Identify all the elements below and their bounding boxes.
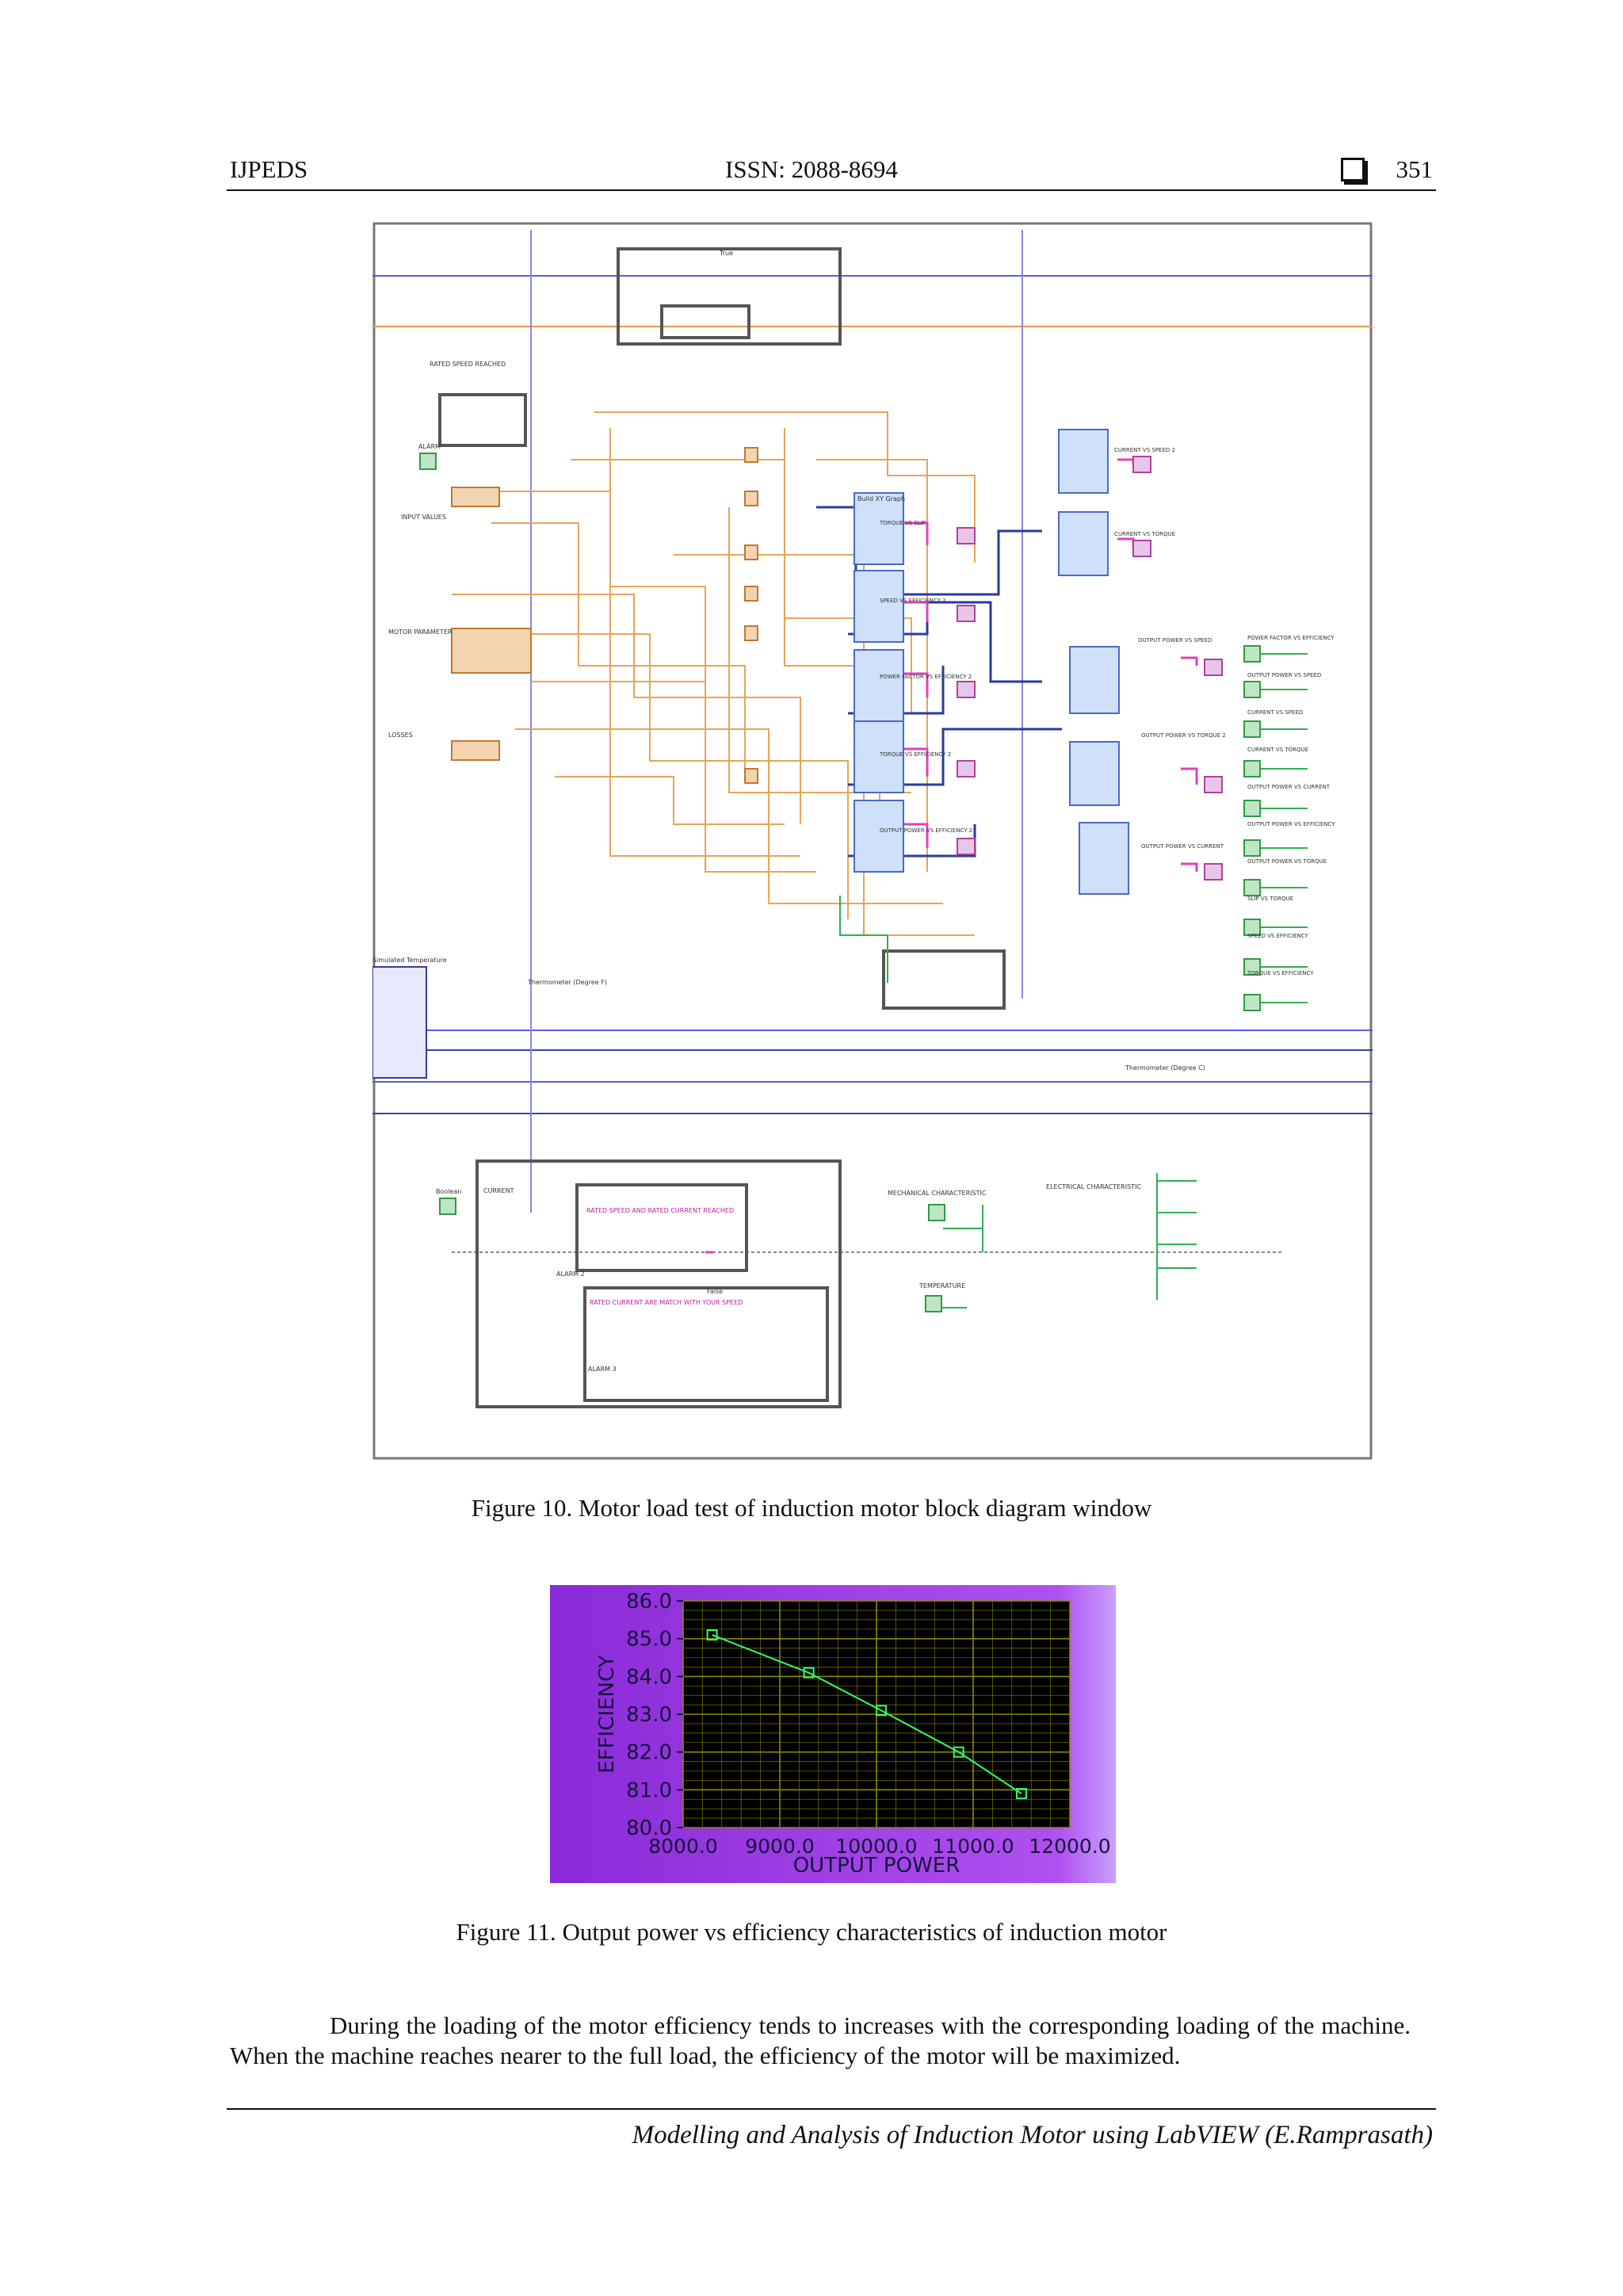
- graph-label: OUTPUT POWER VS EFFICIENCY 2: [880, 827, 972, 834]
- x-tick-label: 8000.0: [648, 1835, 717, 1858]
- footer-rule: [227, 2108, 1436, 2110]
- label-thermometer-c: Thermometer (Degree C): [1125, 1064, 1205, 1072]
- label-temperature: TEMPERATURE: [918, 1282, 965, 1289]
- square-bullet-icon: [1340, 158, 1365, 181]
- x-axis-label: OUTPUT POWER: [793, 1854, 960, 1878]
- figure-11-chart: 80.0 81.0 82.0 83.0 84.0 85.0 86.0 8000.0 9000.…: [550, 1585, 1116, 1883]
- label-losses: LOSSES: [388, 732, 413, 739]
- label-rated-speed: RATED SPEED REACHED: [430, 361, 506, 368]
- label-current: CURRENT: [483, 1187, 514, 1194]
- graph-label: OUTPUT POWER VS SPEED: [1138, 637, 1212, 644]
- issn: ISSN: 2088-8694: [725, 155, 898, 183]
- data-point: [706, 1629, 718, 1641]
- figure-11-caption: Figure 11. Output power vs efficiency ch…: [456, 1918, 1167, 1946]
- x-axis-ticks: 8000.0 9000.0 10000.0 11000.0 12000.0: [648, 1835, 1110, 1858]
- label-input-values: INPUT VALUES: [401, 514, 446, 521]
- indicator-label: CURRENT VS SPEED: [1247, 709, 1303, 716]
- y-tick-label: 84.0: [626, 1665, 672, 1689]
- label-build-xy: Build XY Graph: [857, 495, 905, 502]
- y-axis-ticks: 80.0 81.0 82.0 83.0 84.0 85.0 86.0: [626, 1590, 683, 1840]
- y-axis-label: EFFICIENCY: [595, 1655, 619, 1773]
- label-thermometer-f: Thermometer (Degree F): [527, 979, 607, 986]
- graph-label: SPEED VS EFFICIENCY 2: [880, 598, 945, 604]
- data-point: [876, 1705, 888, 1717]
- graph-label: TORQUE VS SLIP: [879, 520, 926, 526]
- y-tick-label: 83.0: [626, 1703, 672, 1727]
- page-number: 351: [1396, 155, 1434, 183]
- graph-label: OUTPUT POWER VS CURRENT: [1141, 843, 1224, 850]
- y-tick-label: 86.0: [626, 1590, 672, 1614]
- x-tick-label: 9000.0: [745, 1835, 814, 1858]
- label-mechanical: MECHANICAL CHARACTERISTIC: [888, 1190, 987, 1197]
- y-tick-label: 85.0: [626, 1628, 672, 1652]
- indicator-label: OUTPUT POWER VS EFFICIENCY: [1247, 821, 1335, 827]
- graph-labels: TORQUE VS SLIP SPEED VS EFFICIENCY 2 POWER…: [879, 447, 1226, 850]
- header-rule: [227, 189, 1436, 191]
- graph-label: CURRENT VS TORQUE: [1114, 531, 1175, 537]
- y-tick-label: 81.0: [626, 1778, 672, 1802]
- label-alarm: ALARM: [418, 443, 441, 450]
- figure-10-block-diagram: RATED SPEED REACHED ALARM INPUT VALUES M…: [372, 222, 1373, 1460]
- right-indicator-list: POWER FACTOR VS EFFICIENCY OUTPUT POWER V…: [1247, 635, 1335, 976]
- label-alarm2: ALARM 2: [556, 1270, 585, 1278]
- journal-name: IJPEDS: [230, 155, 308, 183]
- data-point: [1016, 1788, 1027, 1800]
- label-true-case: True: [719, 250, 733, 257]
- label-rated-speed-current: RATED SPEED AND RATED CURRENT REACHED: [586, 1207, 734, 1214]
- series-line: [712, 1633, 1022, 1794]
- indicator-label: POWER FACTOR VS EFFICIENCY: [1247, 635, 1335, 641]
- graph-label: OUTPUT POWER VS TORQUE 2: [1141, 732, 1226, 739]
- graph-label: TORQUE VS EFFICIENCY 2: [879, 751, 951, 758]
- indicator-label: CURRENT VS TORQUE: [1247, 747, 1308, 753]
- indicator-label: OUTPUT POWER VS SPEED: [1247, 672, 1321, 678]
- body-paragraph: During the loading of the motor efficien…: [230, 2011, 1411, 2069]
- x-tick-label: 12000.0: [1029, 1835, 1110, 1858]
- figure-10-caption: Figure 10. Motor load test of induction …: [471, 1494, 1152, 1522]
- x-tick-label: 11000.0: [932, 1835, 1014, 1858]
- indicator-label: OUTPUT POWER VS TORQUE: [1247, 858, 1327, 865]
- x-tick-label: 10000.0: [835, 1835, 917, 1858]
- data-point: [803, 1667, 815, 1679]
- label-boolean: Boolean: [436, 1188, 461, 1195]
- grid-lines: [682, 1600, 1071, 1828]
- data-point: [953, 1746, 964, 1758]
- graph-label: POWER FACTOR VS EFFICIENCY 2: [880, 674, 972, 680]
- series-points: [706, 1629, 1027, 1800]
- y-tick-label: 80.0: [626, 1817, 672, 1840]
- label-simulated-temperature: Simulated Temperature: [372, 957, 447, 964]
- label-rated-current-mismatch: RATED CURRENT ARE MATCH WITH YOUR SPEED: [590, 1299, 743, 1306]
- page-number-group: 351: [1340, 155, 1434, 184]
- indicator-label: OUTPUT POWER VS CURRENT: [1247, 784, 1331, 790]
- label-false-case: False: [707, 1288, 723, 1295]
- indicator-label: SLIP VS TORQUE: [1247, 896, 1293, 902]
- indicator-label: TORQUE VS EFFICIENCY: [1247, 970, 1314, 976]
- indicator-label: SPEED VS EFFICIENCY: [1247, 933, 1308, 939]
- label-alarm3: ALARM 3: [588, 1366, 617, 1373]
- label-motor-parameter: MOTOR PARAMETER: [388, 628, 453, 636]
- footer-text: Modelling and Analysis of Induction Moto…: [632, 2121, 1433, 2149]
- y-tick-label: 82.0: [626, 1741, 672, 1765]
- graph-label: CURRENT VS SPEED 2: [1114, 447, 1175, 453]
- label-electrical: ELECTRICAL CHARACTERISTIC: [1046, 1183, 1141, 1190]
